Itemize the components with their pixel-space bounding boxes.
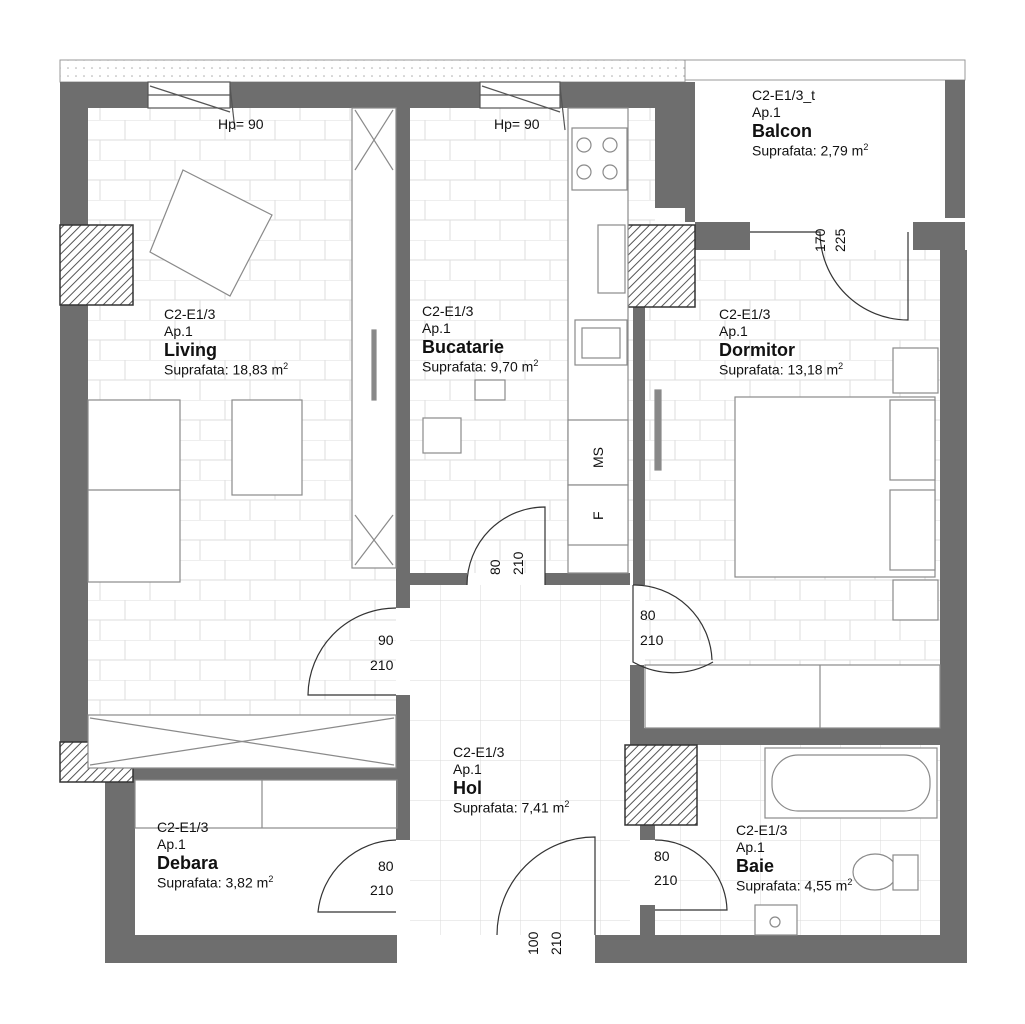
- door-height: 210: [640, 632, 664, 648]
- apartment-number: Ap.1: [157, 835, 186, 852]
- windows: [147, 81, 566, 131]
- living-furniture: [87, 107, 397, 769]
- room-area: Suprafata: 9,70 m2: [422, 358, 539, 375]
- room-code: C2-E1/3: [164, 306, 216, 322]
- room-label-bucatarie: C2-E1/3 Ap.1 Bucatarie Suprafata: 9,70 m…: [422, 303, 538, 376]
- facade-strip: [59, 59, 686, 83]
- bath-furniture: [754, 747, 938, 936]
- room-area: Suprafata: 2,79 m2: [752, 142, 869, 159]
- room-area: Suprafata: 18,83 m2: [164, 361, 289, 378]
- hall-floor: [410, 585, 630, 935]
- room-code: C2-E1/3: [736, 822, 788, 838]
- room-label-balcon: C2-E1/3_t Ap.1 Balcon Suprafata: 2,79 m2: [752, 87, 868, 160]
- apartment-number: Ap.1: [719, 322, 748, 339]
- door-height: 210: [548, 931, 564, 955]
- room-label-dormitor: C2-E1/3 Ap.1 Dormitor Suprafata: 13,18 m…: [719, 306, 843, 379]
- apartment-number: Ap.1: [422, 319, 451, 336]
- room-label-debara: C2-E1/3 Ap.1 Debara Suprafata: 3,82 m2: [157, 819, 273, 892]
- debara-shelves: [134, 779, 398, 829]
- door-height: 210: [510, 551, 526, 575]
- room-area: Suprafata: 13,18 m2: [719, 361, 844, 378]
- room-code: C2-E1/3_t: [752, 87, 816, 103]
- dishwasher-label: MS: [590, 447, 606, 468]
- walls: [60, 80, 967, 963]
- door-width: 100: [525, 931, 541, 955]
- door-width: 80: [487, 559, 503, 575]
- room-name: Bucatarie: [422, 336, 505, 357]
- door-height: 210: [370, 882, 394, 898]
- door-width: 170: [812, 228, 828, 252]
- room-label-living: C2-E1/3 Ap.1 Living Suprafata: 18,83 m2: [164, 306, 288, 379]
- bedroom-furniture: [644, 347, 941, 729]
- kitchen-furniture: [422, 107, 629, 574]
- room-area: Suprafata: 3,82 m2: [157, 874, 274, 891]
- column: [624, 224, 696, 308]
- room-label-baie: C2-E1/3 Ap.1 Baie Suprafata: 4,55 m2: [736, 822, 852, 895]
- fridge-label: F: [590, 511, 606, 520]
- apartment-number: Ap.1: [453, 760, 482, 777]
- door-height: 225: [832, 228, 848, 252]
- room-label-hol: C2-E1/3 Ap.1 Hol Suprafata: 7,41 m2: [453, 744, 569, 817]
- apartment-number: Ap.1: [164, 322, 193, 339]
- room-code: C2-E1/3: [453, 744, 505, 760]
- room-name: Dormitor: [719, 339, 795, 360]
- door-width: 80: [640, 607, 656, 623]
- door-width: 90: [378, 632, 394, 648]
- window-sill-height: Hp= 90: [494, 116, 540, 132]
- room-area: Suprafata: 4,55 m2: [736, 877, 853, 894]
- room-code: C2-E1/3: [422, 303, 474, 319]
- door-height: 210: [370, 657, 394, 673]
- room-name: Debara: [157, 852, 219, 873]
- column: [624, 744, 698, 826]
- door-height: 210: [654, 872, 678, 888]
- apartment-number: Ap.1: [752, 103, 781, 120]
- room-area: Suprafata: 7,41 m2: [453, 799, 570, 816]
- room-code: C2-E1/3: [719, 306, 771, 322]
- room-code: C2-E1/3: [157, 819, 209, 835]
- room-name: Hol: [453, 777, 482, 798]
- doors: [307, 231, 909, 936]
- room-name: Baie: [736, 855, 775, 876]
- room-name: Balcon: [752, 120, 813, 141]
- apartment-number: Ap.1: [736, 838, 765, 855]
- window-sill-height: Hp= 90: [218, 116, 264, 132]
- column: [59, 224, 134, 306]
- door-width: 80: [378, 858, 394, 874]
- door-width: 80: [654, 848, 670, 864]
- room-name: Living: [164, 339, 217, 360]
